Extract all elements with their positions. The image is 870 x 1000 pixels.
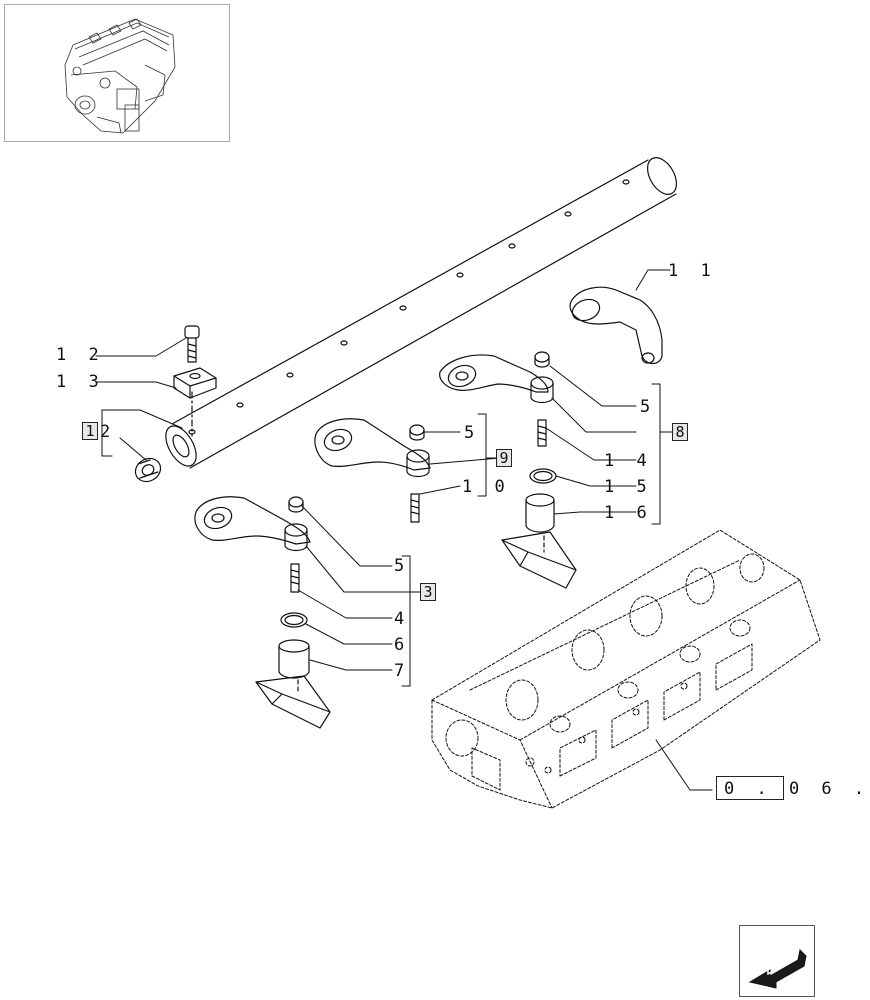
ref-13: 1 3 <box>56 372 105 392</box>
ref-6: 6 <box>394 635 411 655</box>
ref-7: 7 <box>394 661 411 681</box>
ref-15: 1 5 <box>604 477 653 497</box>
ref-10: 1 0 <box>462 477 511 497</box>
ref-16: 1 6 <box>604 503 653 523</box>
exploded-view-drawing <box>95 157 821 809</box>
ref-5-lower: 5 <box>394 556 411 576</box>
ref-box-1[interactable]: 1 <box>82 422 98 440</box>
engine-thumbnail-icon <box>64 18 176 134</box>
rocker-arm-middle <box>314 418 431 523</box>
parts-diagram-page: 1 2 1 3 1 1 5 1 4 1 5 1 6 5 1 0 5 4 6 7 … <box>4 4 865 997</box>
rocker-arm-11 <box>569 286 663 365</box>
ref-006-box <box>716 776 784 800</box>
ref-12-top: 1 2 <box>56 345 105 365</box>
ref-box-1-suffix: 2 <box>100 422 117 442</box>
ref-006-link[interactable]: 0 . 0 6 . <box>724 779 870 799</box>
rocker-arm-upper <box>439 351 577 589</box>
rocker-arm-lower <box>194 496 331 729</box>
ref-box-8[interactable]: 8 <box>672 423 688 441</box>
ref-box-3[interactable]: 3 <box>420 583 436 601</box>
ref-5-middle: 5 <box>464 423 481 443</box>
plug <box>134 457 162 483</box>
screw-12 <box>184 325 200 363</box>
next-page-button[interactable] <box>739 925 815 997</box>
ref-5-right: 5 <box>640 397 657 417</box>
next-page-arrow-icon <box>748 948 807 989</box>
ref-14: 1 4 <box>604 451 653 471</box>
ref-box-9[interactable]: 9 <box>496 449 512 467</box>
leader-lines <box>95 269 713 791</box>
engine-thumbnail[interactable] <box>4 4 230 142</box>
cylinder-head <box>431 529 821 809</box>
block-13 <box>173 367 217 399</box>
ref-11: 1 1 <box>668 261 717 281</box>
rocker-shaft <box>165 157 678 469</box>
ref-4: 4 <box>394 609 411 629</box>
